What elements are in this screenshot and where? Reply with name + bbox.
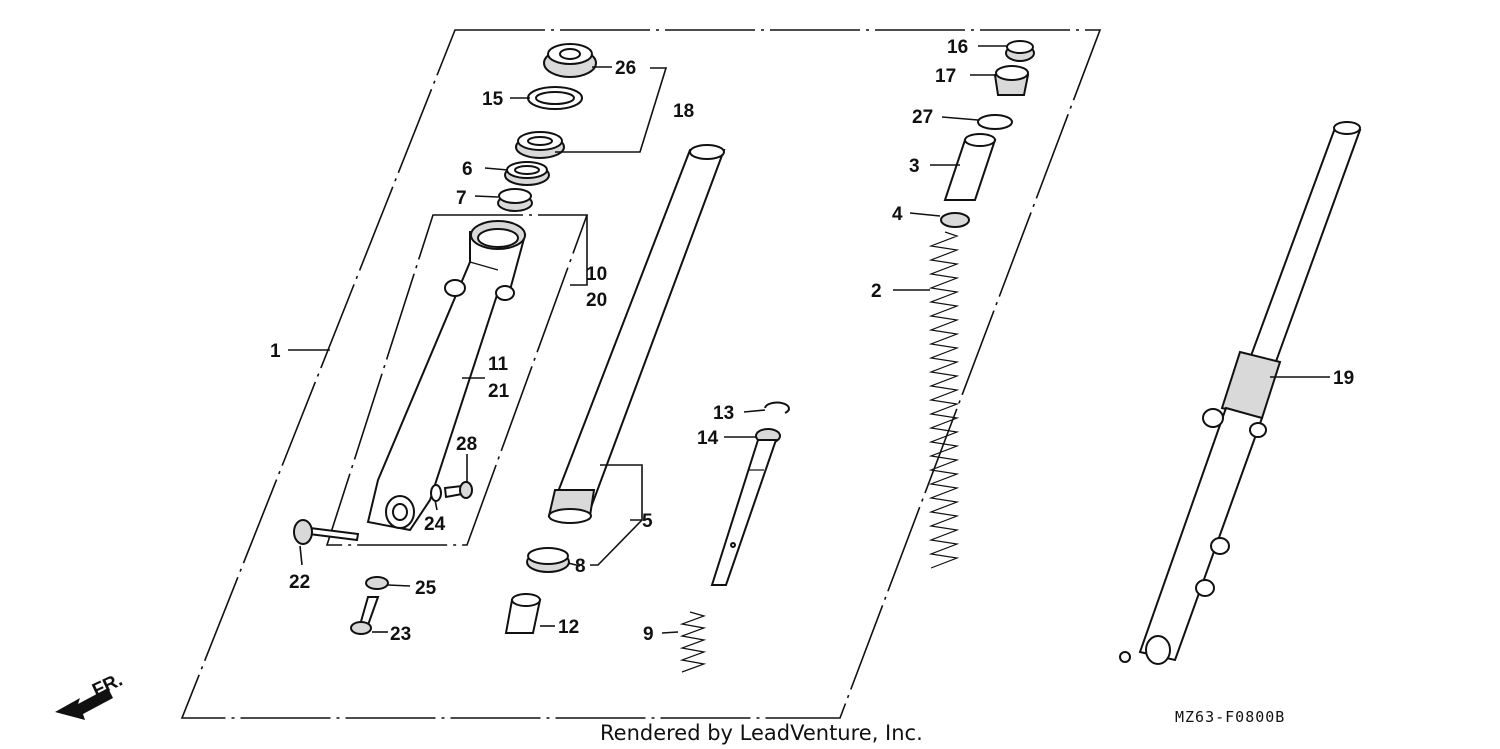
callout-9: 9 [643, 624, 654, 645]
callout-25: 25 [415, 578, 437, 599]
render-credit: Rendered by LeadVenture, Inc. [600, 721, 923, 745]
callout-7: 7 [456, 188, 467, 209]
small-washer-part [430, 484, 442, 502]
rebound-spring-part [679, 611, 707, 673]
callout-22: 22 [289, 572, 310, 593]
assembled-fork-part [1119, 121, 1362, 665]
callout-14: 14 [697, 428, 719, 449]
callout-10: 10 [586, 264, 607, 285]
oil-lock-piece-part [504, 593, 542, 634]
callout-8: 8 [575, 556, 586, 577]
oil-seal-part [515, 131, 565, 159]
callout-2: 2 [871, 281, 882, 302]
dust-seal-part [543, 43, 597, 78]
callout-23: 23 [390, 624, 411, 645]
callout-20: 20 [586, 290, 607, 311]
assembly-frame [180, 29, 1102, 719]
spacer-part [943, 133, 997, 201]
slider-subframe [325, 214, 589, 546]
guide-bushing-part [497, 188, 533, 212]
piston-rod-part [710, 428, 781, 586]
callout-21: 21 [488, 381, 510, 402]
callout-26: 26 [615, 58, 636, 79]
small-bolt-part [443, 481, 473, 499]
fork-spring-part [928, 231, 960, 569]
backup-ring-part [504, 161, 550, 186]
o-ring-part [977, 114, 1013, 130]
callout-1: 1 [270, 341, 281, 362]
leader-lines [288, 45, 1330, 634]
washer-part [365, 576, 389, 590]
callout-28: 28 [456, 434, 477, 455]
callout-12: 12 [558, 617, 579, 638]
fork-slider-part [366, 220, 527, 532]
callout-15: 15 [482, 89, 504, 110]
socket-bolt-part [293, 519, 360, 545]
piston-ring-part [526, 547, 570, 573]
callout-24: 24 [424, 514, 446, 535]
circlip-part [764, 401, 790, 414]
callout-3: 3 [909, 156, 920, 177]
callout-27: 27 [912, 107, 933, 128]
diagram-code: MZ63-F0800B [1175, 708, 1285, 726]
callout-17: 17 [935, 66, 956, 87]
callout-13: 13 [713, 403, 734, 424]
fork-pipe-part [547, 144, 726, 524]
front-direction-arrow: FR. [55, 670, 126, 720]
callout-4: 4 [892, 204, 903, 225]
callout-11: 11 [488, 354, 509, 375]
callout-5: 5 [642, 511, 653, 532]
callout-19: 19 [1333, 368, 1354, 389]
callout-18: 18 [673, 101, 694, 122]
stopper-ring-part [527, 86, 583, 110]
fork-bolt-part [993, 65, 1030, 96]
fork-cap-part [1005, 40, 1035, 62]
drain-bolt-part [350, 596, 380, 635]
spring-seat-part [940, 212, 970, 228]
callout-16: 16 [947, 37, 968, 58]
callout-6: 6 [462, 159, 473, 180]
